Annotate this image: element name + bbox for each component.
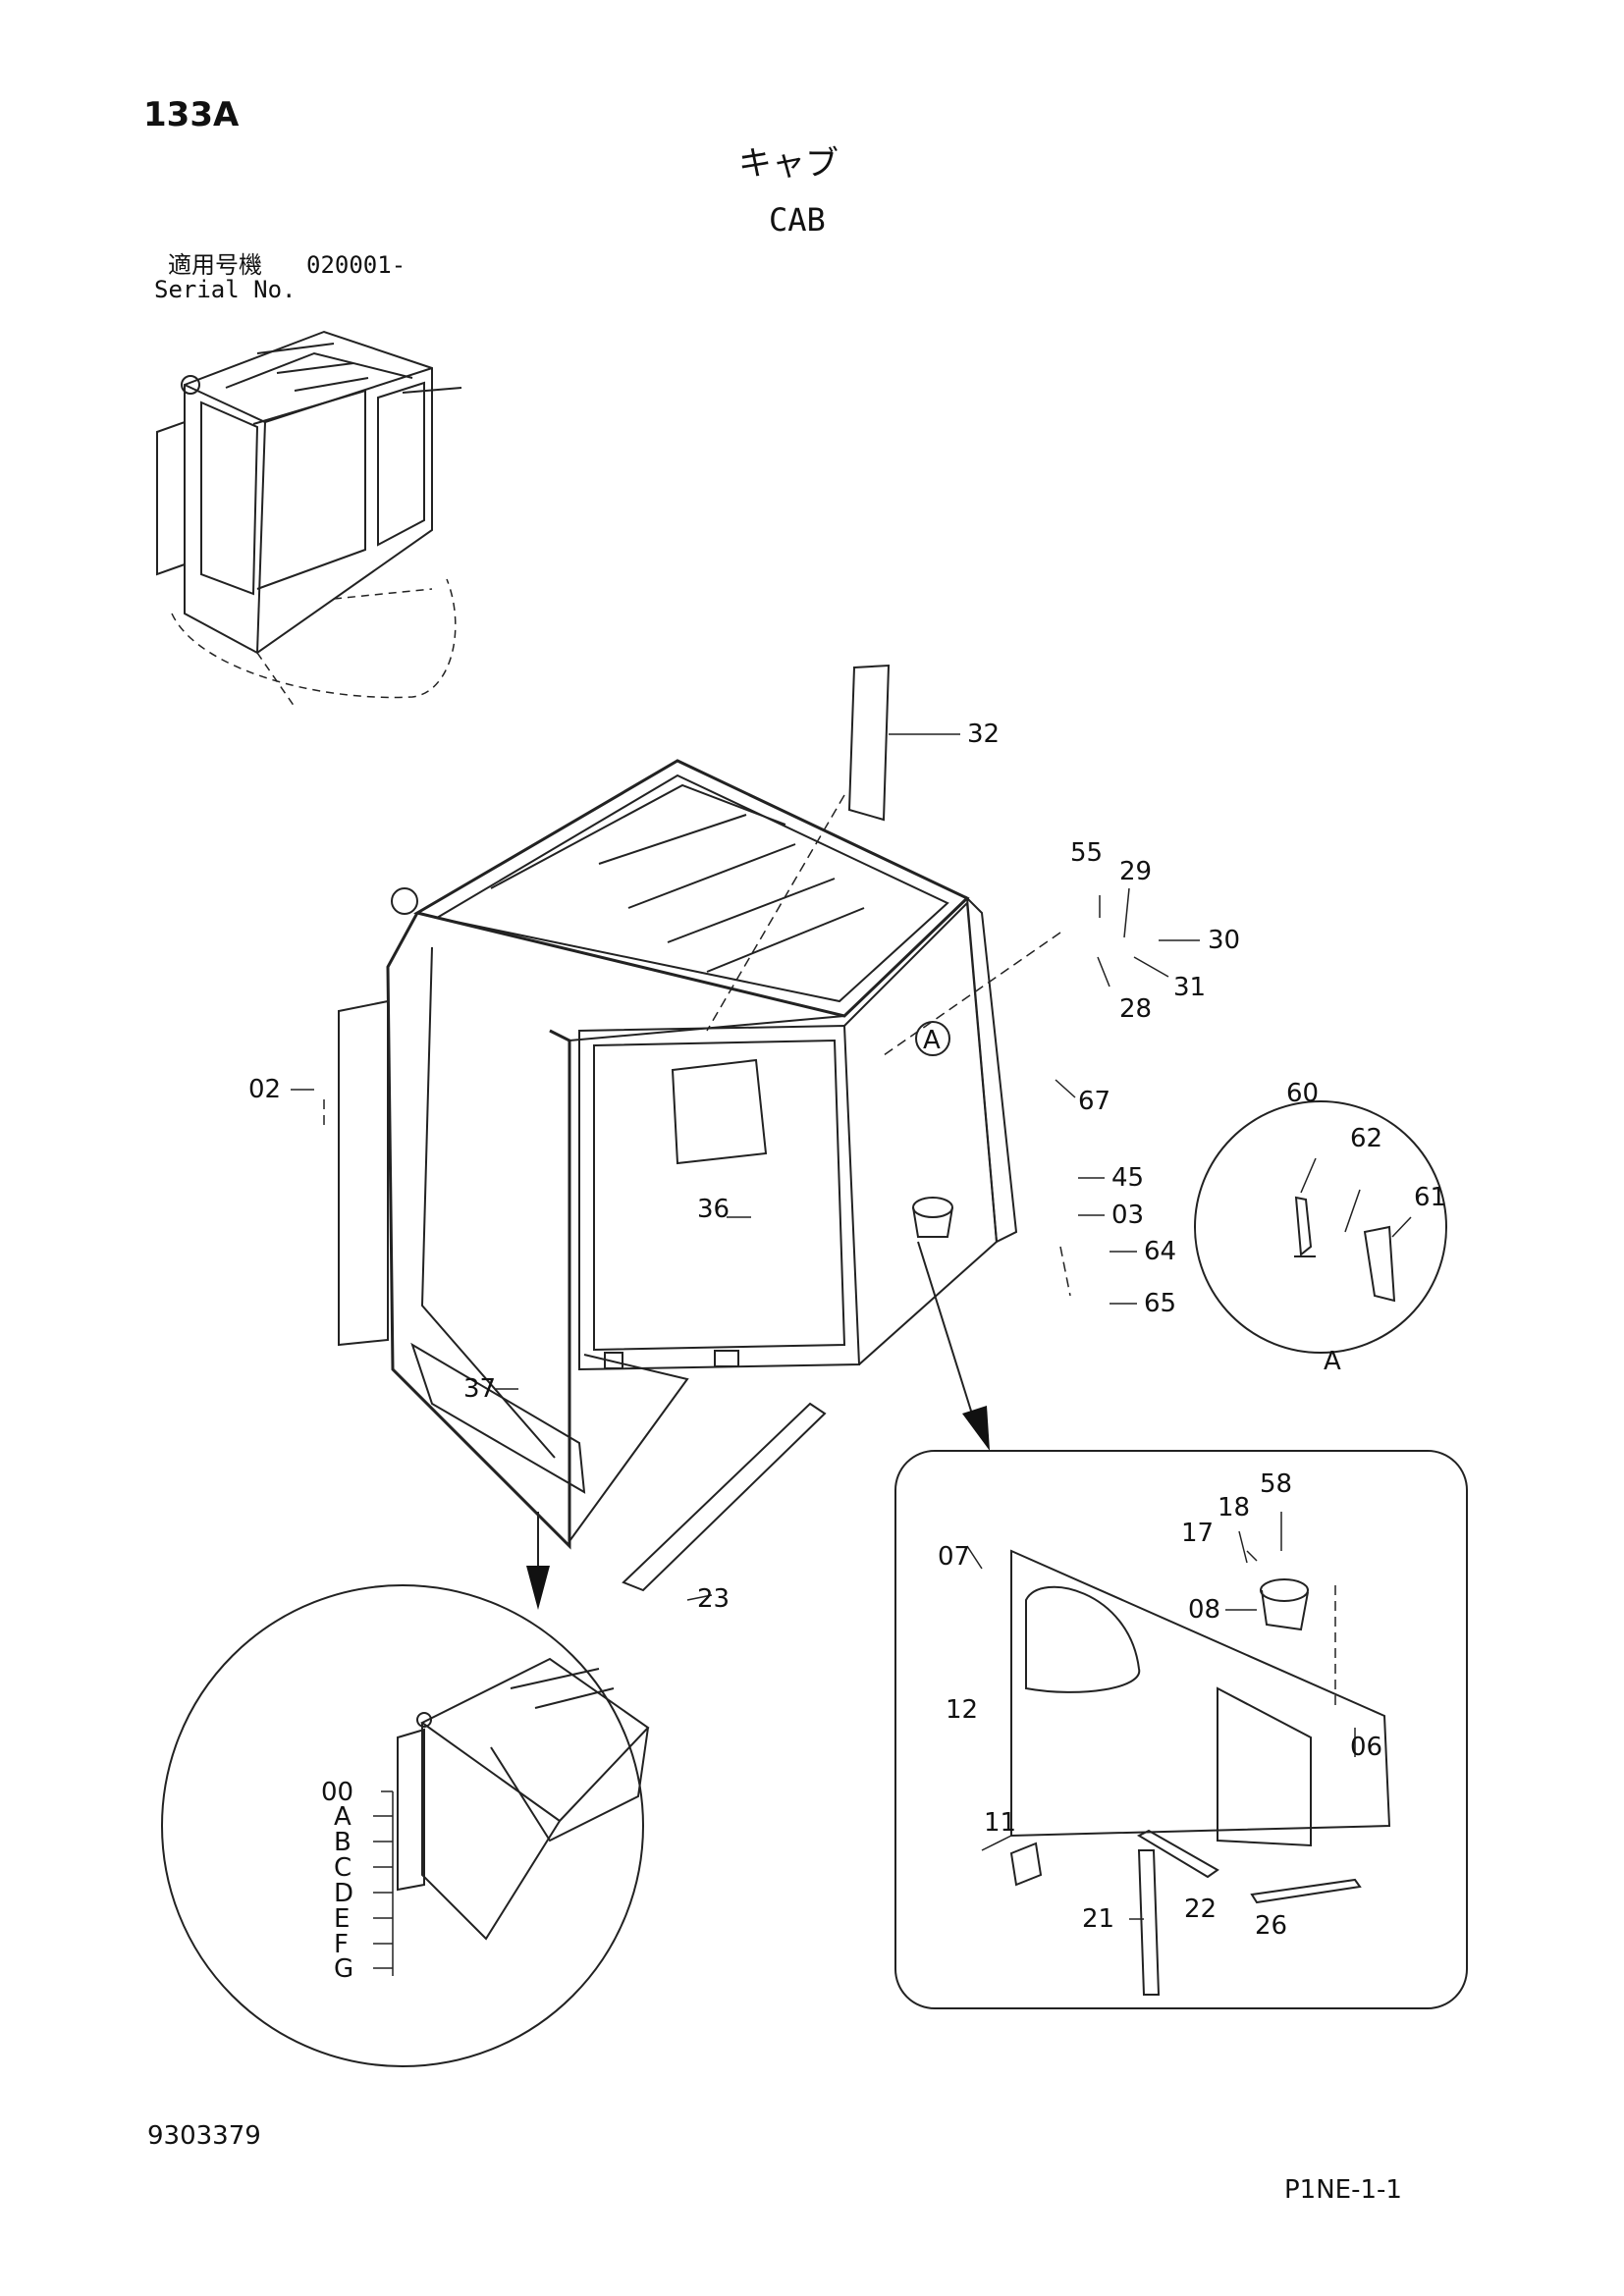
callout-61: 61 xyxy=(1414,1183,1446,1212)
callout-18: 18 xyxy=(1218,1493,1250,1522)
callout-12: 12 xyxy=(946,1695,978,1725)
serial-label-japanese: 適用号機 xyxy=(168,251,262,279)
callout-11: 11 xyxy=(984,1808,1016,1838)
callout-55: 55 xyxy=(1070,838,1103,868)
callout-22: 22 xyxy=(1184,1895,1217,1924)
serial-number: 020001- xyxy=(306,251,406,279)
variant-item: B xyxy=(334,1828,352,1857)
main-cab-drawing xyxy=(338,664,1018,1592)
callout-36: 36 xyxy=(697,1195,730,1224)
view-a-caption: A xyxy=(1324,1347,1341,1376)
title-english: CAB xyxy=(769,201,826,239)
page-code: P1NE-1-1 xyxy=(1284,2175,1402,2205)
variant-item: G xyxy=(334,1954,353,1984)
overview-cab-drawing xyxy=(156,330,462,708)
variant-item: A xyxy=(334,1802,352,1832)
callout-03: 03 xyxy=(1111,1201,1144,1230)
callout-21: 21 xyxy=(1082,1904,1114,1934)
variant-item: F xyxy=(334,1930,349,1959)
callout-08: 08 xyxy=(1188,1595,1220,1625)
callout-29: 29 xyxy=(1119,857,1152,886)
page-id: 133A xyxy=(143,95,240,134)
callout-37: 37 xyxy=(463,1374,496,1404)
callout-numbers: 32 55 29 30 31 28 02 67 45 03 36 64 65 3… xyxy=(248,720,1446,1941)
callout-64: 64 xyxy=(1144,1237,1176,1266)
variant-item: 00 xyxy=(321,1778,353,1807)
callout-31: 31 xyxy=(1173,973,1206,1002)
callout-45: 45 xyxy=(1111,1163,1144,1193)
callout-58: 58 xyxy=(1260,1469,1292,1499)
callout-07: 07 xyxy=(938,1542,970,1572)
callout-32: 32 xyxy=(967,720,1000,749)
arrow-head-left xyxy=(526,1566,550,1610)
document-number: 9303379 xyxy=(147,2121,261,2151)
variant-item: E xyxy=(334,1904,350,1934)
callout-02: 02 xyxy=(248,1075,281,1104)
variant-item: C xyxy=(334,1853,352,1883)
view-a-marker xyxy=(915,1021,950,1056)
callout-30: 30 xyxy=(1208,926,1240,955)
callout-67: 67 xyxy=(1078,1087,1110,1116)
callout-60: 60 xyxy=(1286,1079,1319,1108)
title-japanese: キャブ xyxy=(738,144,839,184)
callout-65: 65 xyxy=(1144,1289,1176,1318)
callout-17: 17 xyxy=(1181,1519,1214,1548)
detail-arrows xyxy=(537,1241,976,1571)
variant-item: D xyxy=(334,1879,353,1908)
callout-23: 23 xyxy=(697,1584,730,1614)
interior-panel-detail xyxy=(894,1450,1468,2009)
variant-list: 00 A B C D E F G xyxy=(321,1778,353,1984)
callout-26: 26 xyxy=(1255,1911,1287,1941)
arrow-head-right xyxy=(962,1406,990,1451)
view-a-marker-label: A xyxy=(923,1026,941,1055)
variant-detail-circle xyxy=(161,1584,650,2067)
callout-28: 28 xyxy=(1119,994,1152,1024)
serial-label-english: Serial No. xyxy=(154,276,297,303)
leader-lines xyxy=(291,733,1200,1601)
callout-06: 06 xyxy=(1350,1733,1382,1762)
detail-view-a xyxy=(1194,1100,1447,1354)
callout-62: 62 xyxy=(1350,1124,1382,1153)
